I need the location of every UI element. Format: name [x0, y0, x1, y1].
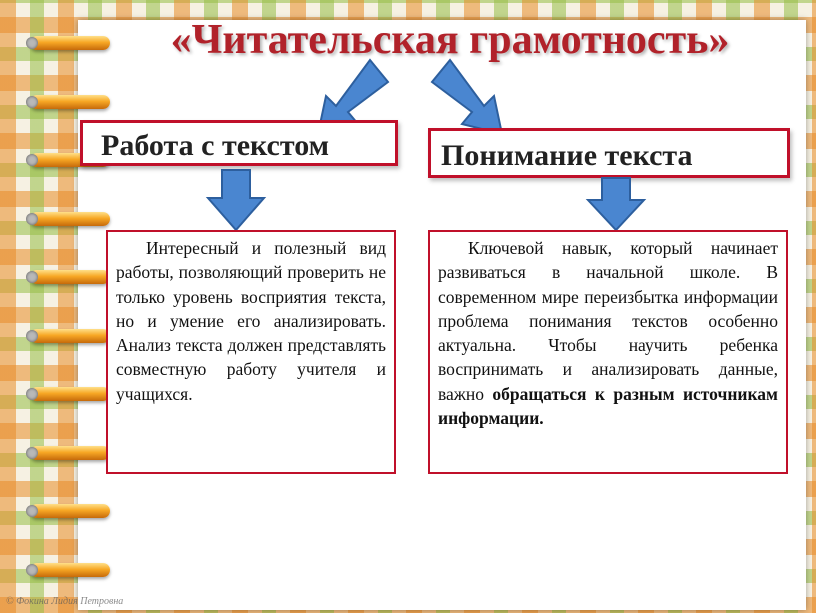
- author-watermark: © Фокина Лидия Петровна: [6, 596, 124, 607]
- heading-text-work: Работа с текстом: [80, 120, 398, 166]
- heading-text-understanding: Понимание текста: [428, 128, 790, 178]
- ring-icon: [26, 270, 110, 284]
- text-work-description: Интересный и полезный вид работы, позвол…: [106, 230, 396, 474]
- ring-icon: [26, 504, 110, 518]
- description-paragraph: Интересный и полезный вид работы, позвол…: [116, 238, 386, 404]
- description-paragraph: Ключевой навык, который начинает развива…: [438, 236, 778, 430]
- ring-icon: [26, 446, 110, 460]
- ring-icon: [26, 563, 110, 577]
- ring-icon: [26, 36, 110, 50]
- ring-icon: [26, 212, 110, 226]
- arrow-down-icon: [205, 169, 267, 232]
- ring-icon: [26, 95, 110, 109]
- text-understanding-description: Ключевой навык, который начинает развива…: [428, 230, 788, 474]
- ring-icon: [26, 387, 110, 401]
- description-bold: обращаться к разным источникам информаци…: [438, 383, 778, 429]
- ring-icon: [26, 329, 110, 343]
- arrow-down-icon: [585, 177, 647, 232]
- page-title: «Читательская грамотность»: [170, 17, 730, 63]
- description-plain: Ключевой навык, который начинает развива…: [438, 238, 778, 404]
